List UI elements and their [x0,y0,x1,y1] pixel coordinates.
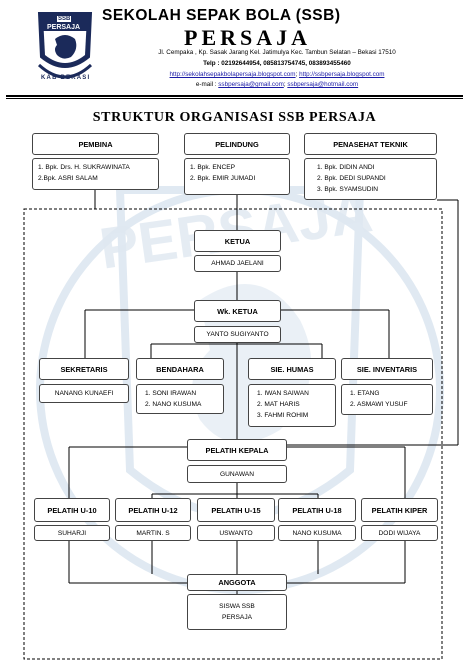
school-phone: Telp : 02192644954, 085813754745, 083893… [203,60,351,67]
anggota-line-1: SISWA SSB [219,603,255,610]
bendahara-item: 1. SONI IRAWAN [145,390,197,397]
school-logo: SSB PERSAJA KAB BEKASI [33,5,97,89]
pelatih-u15-box: PELATIH U-15 [197,498,275,522]
website-link-2[interactable]: http://ssbpersaja.blogspot.com [299,71,385,78]
pembina-list: 1. Bpk. Drs. H. SUKRAWINATA 2.Bpk. ASRI … [32,158,159,190]
email-label: e-mail : [195,81,219,88]
ketua-name: AHMAD JAELANI [194,255,281,272]
ketua-box: KETUA [194,230,281,252]
pelatih-kiper-box: PELATIH KIPER [361,498,438,522]
humas-item: 3. FAHMI ROHIM [257,412,309,419]
web-link-separator: ; [295,71,300,78]
pelindung-item: 1. Bpk. ENCEP [190,164,236,171]
pelatih-kepala-name: GUNAWAN [187,465,287,483]
anggota-box: ANGGOTA [187,574,287,591]
wakil-ketua-box: Wk. KETUA [194,300,281,322]
pelatih-u12-name: MARTIN. S [115,525,191,541]
inventaris-box: SIE. INVENTARIS [341,358,433,380]
school-name: SEKOLAH SEPAK BOLA (SSB) [102,7,341,24]
email-line: e-mail : ssbpersaja@gmail.com; ssbpersaj… [195,81,359,88]
pelatih-u12-box: PELATIH U-12 [115,498,191,522]
penasehat-box: PENASEHAT TEKNIK [304,133,437,155]
pelindung-item: 2. Bpk. EMIR JUMADI [190,175,256,182]
sekretaris-name: NANANG KUNAEFI [39,384,129,403]
web-links: http://sekolahsepakbolapersaja.blogspot.… [112,71,442,78]
pelatih-u15-name: USWANTO [197,525,275,541]
humas-box: SIE. HUMAS [248,358,336,380]
pelatih-kepala-box: PELATIH KEPALA [187,439,287,461]
pembina-box: PEMBINA [32,133,159,155]
inventaris-item: 1. ETANG [350,390,380,397]
email-link-2[interactable]: ssbpersaja@hotmail.com [287,81,359,88]
pelatih-u18-name: NANO KUSUMA [278,525,356,541]
inventaris-list: 1. ETANG 2. ASMAWI YUSUF [341,384,433,415]
penasehat-item: 2. Bpk. DEDI SUPANDI [317,175,386,182]
header-divider-thin [6,98,463,99]
pelatih-u18-box: PELATIH U-18 [278,498,356,522]
penasehat-item: 3. Bpk. SYAMSUDIN [317,186,379,193]
penasehat-item: 1. Bpk. DIDIN ANDI [317,164,375,171]
pelindung-list: 1. Bpk. ENCEP 2. Bpk. EMIR JUMADI [184,158,290,195]
logo-text-top: SSB [57,16,72,22]
page-title: STRUKTUR ORGANISASI SSB PERSAJA [92,110,377,125]
humas-list: 1. IWAN SAIWAN 2. MAT HARIS 3. FAHMI ROH… [248,384,336,427]
pembina-item: 2.Bpk. ASRI SALAM [38,175,98,182]
humas-item: 1. IWAN SAIWAN [257,390,309,397]
pelindung-box: PELINDUNG [184,133,290,155]
anggota-members: SISWA SSB PERSAJA [187,594,287,630]
penasehat-list: 1. Bpk. DIDIN ANDI 2. Bpk. DEDI SUPANDI … [304,158,437,200]
humas-item: 2. MAT HARIS [257,401,300,408]
pelatih-kiper-name: DODI WIJAYA [361,525,438,541]
website-link-1[interactable]: http://sekolahsepakbolapersaja.blogspot.… [169,71,296,78]
pelatih-u10-name: SUHARJI [34,525,110,541]
pelatih-u10-box: PELATIH U-10 [34,498,110,522]
email-link-1[interactable]: ssbpersaja@gmail.com [218,81,284,88]
header-divider [6,95,463,97]
inventaris-item: 2. ASMAWI YUSUF [350,401,408,408]
logo-text-bottom: KAB BEKASI [41,75,91,81]
logo-text-mid: PERSAJA [47,24,81,31]
bendahara-list: 1. SONI IRAWAN 2. NANO KUSUMA [136,384,224,414]
sekretaris-box: SEKRETARIS [39,358,129,380]
anggota-line-2: PERSAJA [221,614,253,621]
school-subname: PERSAJA [184,25,312,50]
school-address: Jl. Cempaka , Kp. Sasak Jarang Kel. Jati… [158,49,396,56]
pembina-item: 1. Bpk. Drs. H. SUKRAWINATA [38,164,130,171]
bendahara-box: BENDAHARA [136,358,224,380]
wakil-ketua-name: YANTO SUGIYANTO [194,326,281,343]
bendahara-item: 2. NANO KUSUMA [145,401,202,408]
